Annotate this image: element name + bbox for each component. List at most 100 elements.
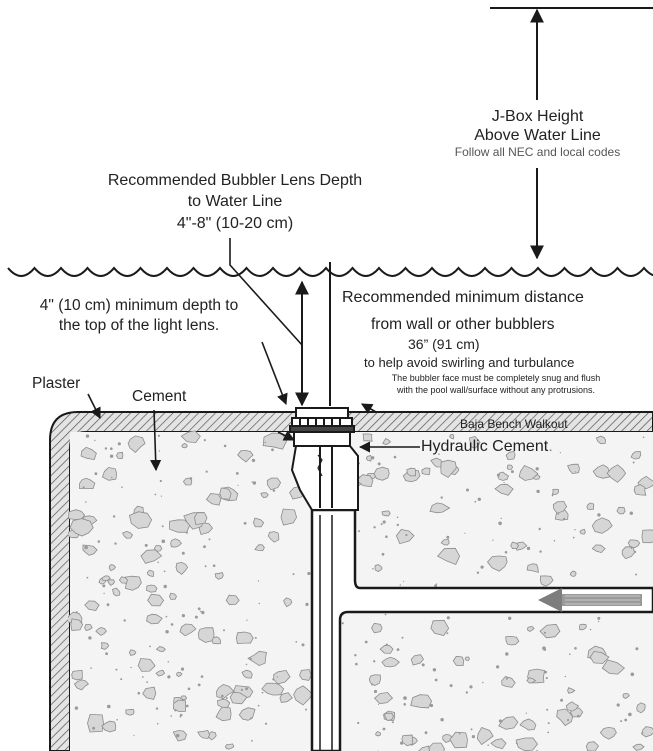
aggregate-pebble bbox=[641, 726, 653, 738]
aggregate-pebble bbox=[406, 467, 417, 477]
aggregate-speck bbox=[434, 584, 437, 588]
aggregate-speck bbox=[264, 441, 267, 444]
aggregate-speck bbox=[250, 717, 252, 720]
aggregate-speck bbox=[396, 516, 399, 519]
aggregate-speck bbox=[400, 741, 404, 745]
aggregate-pebble bbox=[410, 654, 424, 666]
aggregate-speck bbox=[237, 484, 239, 486]
aggregate-speck bbox=[496, 473, 500, 477]
aggregate-speck bbox=[635, 647, 639, 651]
aggregate-pebble bbox=[379, 644, 394, 654]
aggregate-speck bbox=[223, 444, 227, 448]
aggregate-speck bbox=[589, 628, 592, 631]
aggregate-speck bbox=[458, 732, 461, 735]
aggregate-pebble bbox=[197, 627, 215, 643]
aggregate-pebble bbox=[556, 708, 574, 727]
aggregate-pebble bbox=[505, 450, 516, 461]
aggregate-speck bbox=[165, 630, 169, 634]
aggregate-speck bbox=[551, 494, 554, 497]
aggregate-speck bbox=[403, 696, 407, 700]
aggregate-speck bbox=[159, 479, 162, 483]
aggregate-speck bbox=[107, 704, 111, 709]
aggregate-speck bbox=[438, 453, 440, 456]
aggregate-speck bbox=[474, 500, 477, 503]
aggregate-speck bbox=[102, 584, 106, 588]
aggregate-speck bbox=[597, 616, 601, 620]
aggregate-speck bbox=[624, 718, 628, 722]
aggregate-pebble bbox=[106, 579, 115, 587]
aggregate-speck bbox=[84, 545, 88, 550]
aggregate-pebble bbox=[578, 623, 587, 631]
aggregate-speck bbox=[526, 546, 531, 551]
aggregate-speck bbox=[86, 576, 89, 579]
aggregate-speck bbox=[597, 513, 601, 517]
aggregate-speck bbox=[157, 434, 160, 437]
aggregate-pebble bbox=[442, 733, 453, 743]
aggregate-speck bbox=[104, 447, 108, 450]
aggregate-speck bbox=[114, 542, 117, 545]
aggregate-speck bbox=[264, 722, 268, 725]
aggregate-pebble bbox=[632, 743, 645, 751]
aggregate-pebble bbox=[606, 464, 627, 483]
aggregate-speck bbox=[569, 653, 571, 655]
aggregate-pebble bbox=[101, 466, 118, 481]
aggregate-pebble bbox=[172, 699, 187, 712]
aggregate-speck bbox=[205, 470, 208, 473]
aggregate-pebble bbox=[510, 541, 520, 550]
aggregate-speck bbox=[432, 668, 437, 672]
aggregate-speck bbox=[399, 584, 401, 586]
aggregate-pebble bbox=[585, 741, 600, 751]
aggregate-pebble bbox=[515, 737, 539, 751]
aggregate-speck bbox=[382, 520, 386, 524]
aggregate-pebble bbox=[539, 623, 561, 639]
aggregate-speck bbox=[616, 703, 620, 707]
aggregate-pebble bbox=[498, 716, 519, 730]
aggregate-speck bbox=[549, 449, 552, 452]
aggregate-speck bbox=[187, 687, 191, 691]
aggregate-speck bbox=[179, 715, 182, 718]
aggregate-pebble bbox=[70, 618, 84, 631]
aggregate-pebble bbox=[592, 464, 611, 479]
aggregate-pebble bbox=[211, 636, 222, 645]
aggregate-speck bbox=[121, 486, 123, 489]
lens-depth-label: Recommended Bubbler Lens Depth to Water … bbox=[107, 172, 363, 232]
aggregate-pebble bbox=[371, 622, 383, 634]
aggregate-pebble bbox=[579, 528, 586, 535]
aggregate-speck bbox=[543, 648, 547, 651]
aggregate-pebble bbox=[146, 584, 158, 593]
pipe-channel bbox=[310, 508, 653, 751]
aggregate-speck bbox=[358, 530, 360, 533]
aggregate-speck bbox=[176, 733, 180, 738]
aggregate-pebble bbox=[153, 545, 163, 552]
aggregate-speck bbox=[421, 663, 425, 667]
flow-arrow bbox=[538, 588, 642, 612]
aggregate-pebble bbox=[205, 493, 222, 506]
aggregate-speck bbox=[391, 721, 394, 724]
aggregate-speck bbox=[446, 632, 449, 635]
aggregate-pebble bbox=[108, 564, 117, 572]
aggregate-pebble bbox=[241, 669, 253, 679]
aggregate-speck bbox=[446, 535, 450, 539]
aggregate-speck bbox=[245, 687, 249, 691]
aggregate-speck bbox=[133, 734, 135, 737]
aggregate-pebble bbox=[633, 484, 647, 496]
aggregate-pebble bbox=[505, 635, 520, 646]
aggregate-pebble bbox=[198, 522, 214, 535]
aggregate-speck bbox=[446, 616, 450, 620]
aggregate-speck bbox=[403, 703, 407, 706]
aggregate-pebble bbox=[100, 642, 110, 650]
cement-aggregate bbox=[68, 430, 653, 751]
aggregate-speck bbox=[429, 703, 434, 708]
aggregate-pebble bbox=[180, 430, 201, 444]
aggregate-pebble bbox=[125, 708, 135, 716]
aggregate-pebble bbox=[78, 477, 96, 490]
aggregate-pebble bbox=[115, 451, 124, 460]
aggregate-speck bbox=[505, 677, 509, 680]
aggregate-speck bbox=[371, 456, 375, 460]
aggregate-speck bbox=[204, 565, 207, 568]
aggregate-pebble bbox=[589, 651, 610, 664]
aggregate-pebble bbox=[383, 712, 394, 722]
aggregate-pebble bbox=[235, 631, 254, 645]
aggregate-pebble bbox=[169, 519, 191, 533]
water-line bbox=[7, 266, 653, 277]
